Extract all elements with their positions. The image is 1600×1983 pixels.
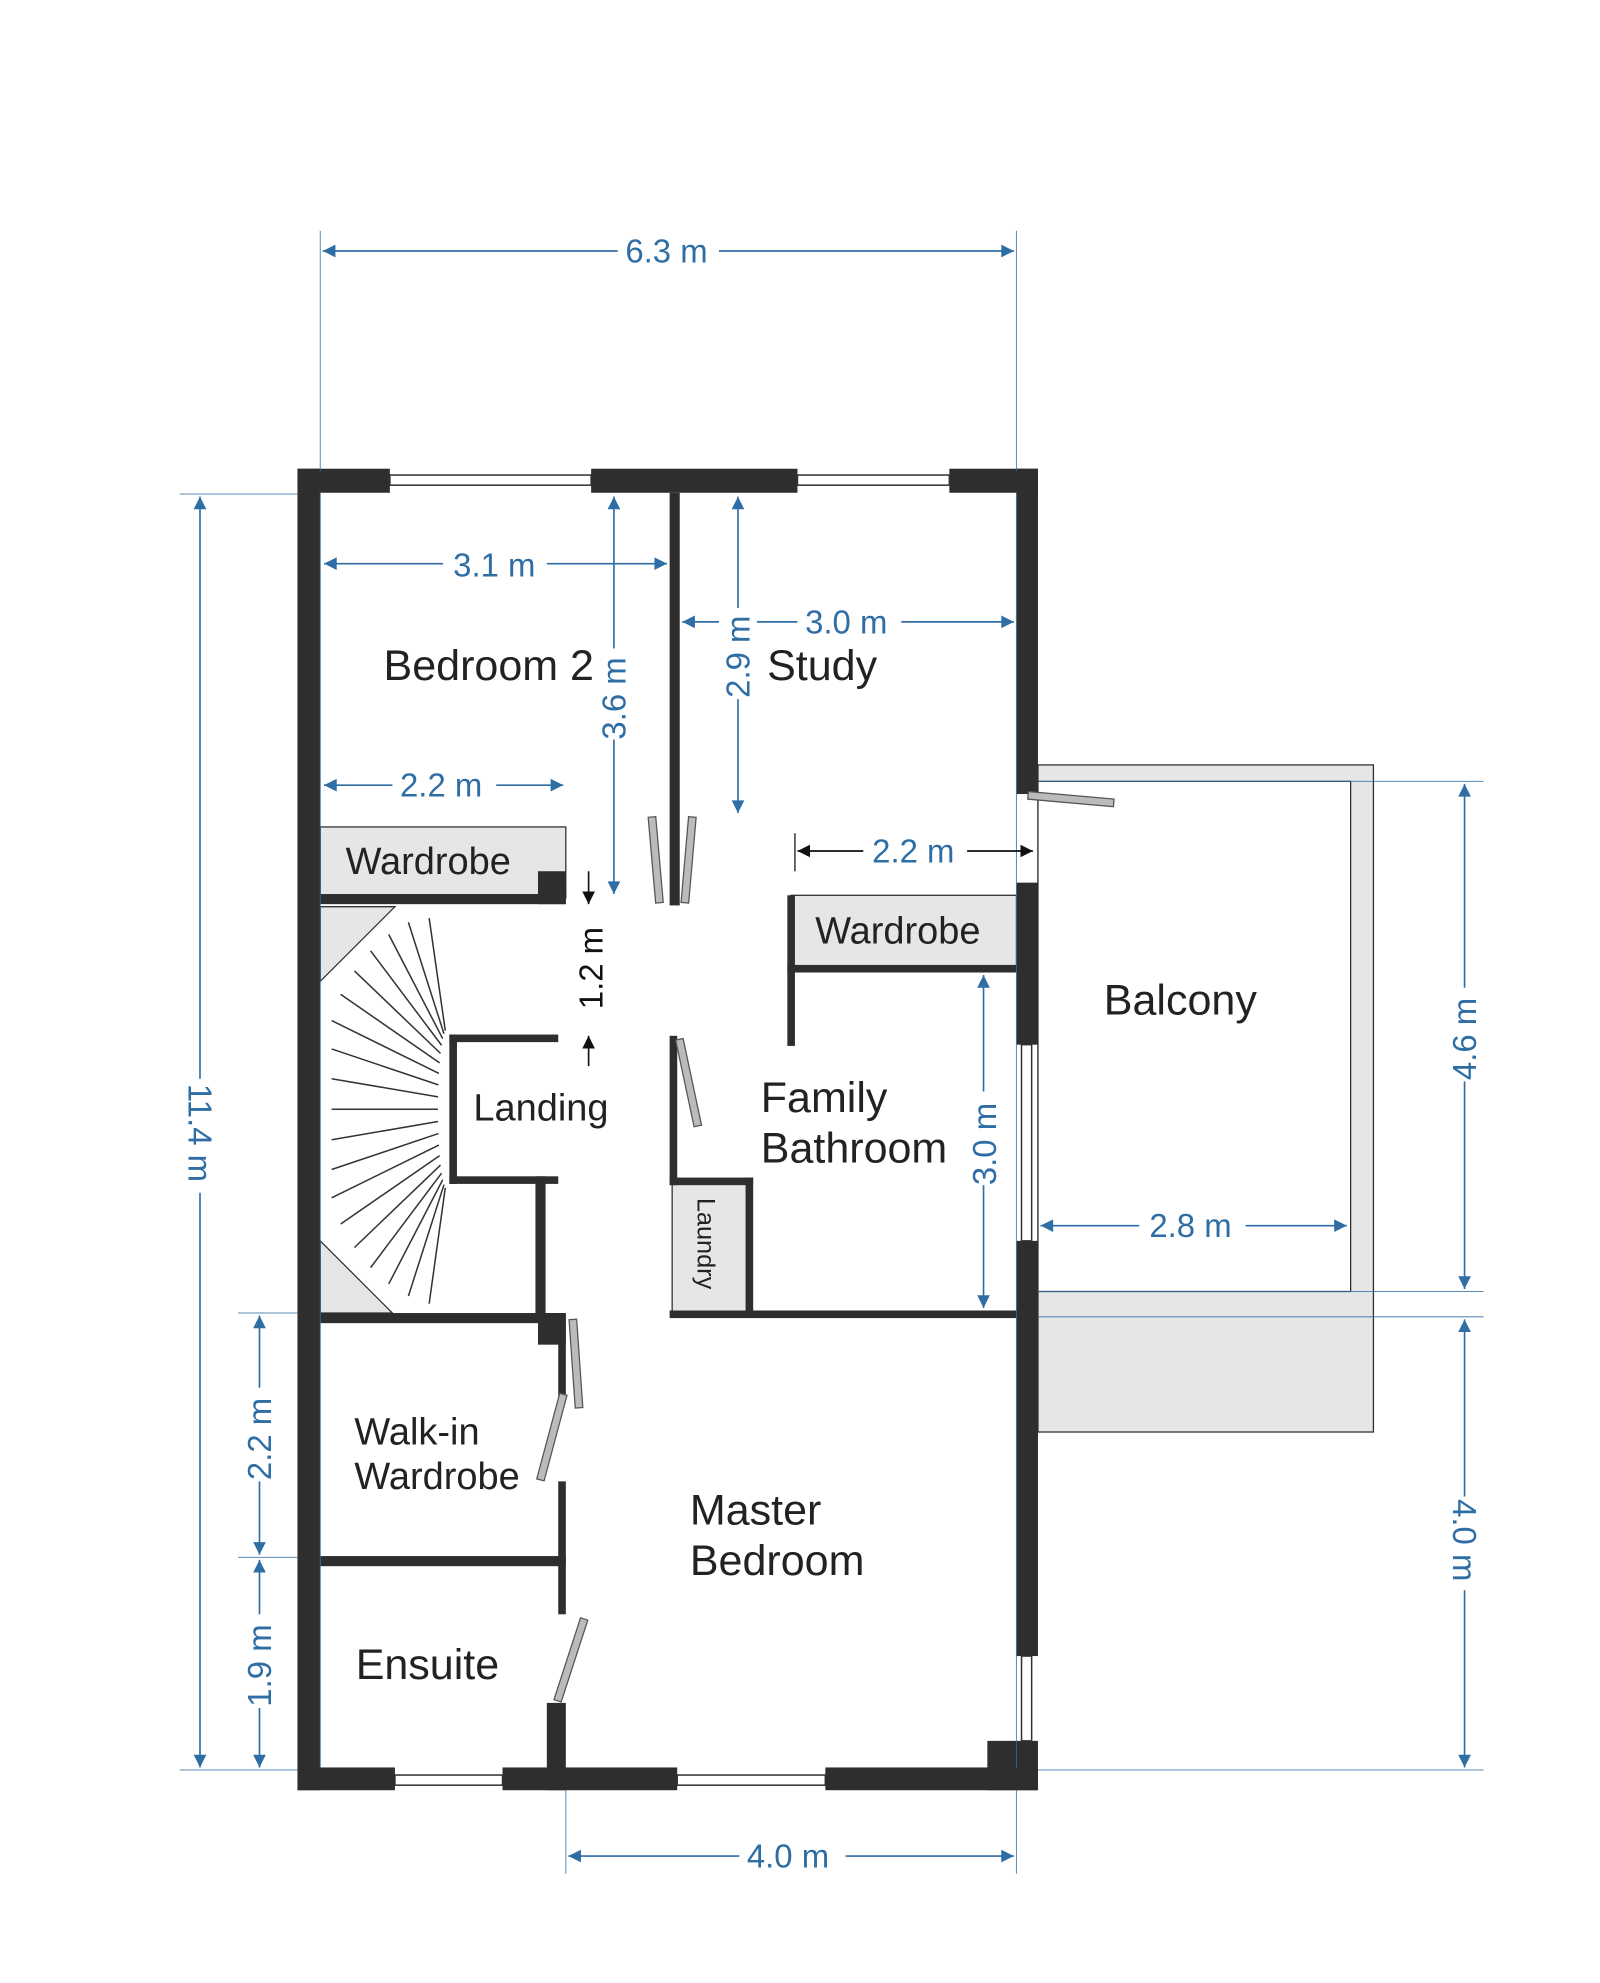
stair-tread	[331, 1019, 440, 1075]
room-walkin-line2: Wardrobe	[354, 1456, 519, 1498]
laundry	[671, 1183, 749, 1314]
doors	[535, 790, 1115, 1703]
room-labels: Bedroom 2 Study Wardrobe Wardrobe Landin…	[346, 642, 1258, 1689]
dim-study-depth: 2.9 m	[719, 616, 756, 698]
dim-wardrobe-width: 2.2 m	[400, 767, 482, 804]
dim-balcony-depth: 4.6 m	[1446, 998, 1483, 1080]
dimension-labels: 6.3 m 3.1 m 3.6 m 2.9 m 3.0 m 2.2 m 2.2 …	[181, 232, 1484, 1876]
balcony	[1037, 764, 1375, 1433]
stair-tread	[388, 934, 444, 1040]
stair-tread	[331, 1048, 439, 1086]
room-wardrobe-1: Wardrobe	[346, 841, 511, 883]
stair-tread	[340, 1154, 441, 1225]
dim-landing-gap: 1.2 m	[573, 927, 610, 1009]
extension-lines	[179, 230, 1484, 1874]
room-laundry: Laundry	[691, 1198, 719, 1290]
dim-bedroom2-depth: 3.6 m	[595, 657, 632, 739]
dim-total-width: 6.3 m	[625, 232, 707, 269]
stair-tread	[388, 1179, 444, 1285]
room-balcony: Balcony	[1104, 976, 1258, 1024]
stair-tread	[370, 950, 443, 1046]
stair-tread	[340, 993, 441, 1064]
dim-hall-width: 2.2 m	[872, 832, 954, 869]
wardrobe-bedroom2	[319, 826, 567, 899]
stair-tread	[428, 917, 447, 1031]
stair-tread	[370, 1172, 443, 1269]
dim-bedroom2-width: 3.1 m	[453, 546, 535, 583]
dim-study-width: 3.0 m	[805, 603, 887, 640]
windows	[389, 474, 1033, 1786]
dim-walkin-depth: 2.2 m	[241, 1398, 278, 1480]
dim-balcony-width: 2.8 m	[1149, 1207, 1231, 1244]
room-bedroom2: Bedroom 2	[384, 642, 594, 690]
stair-tread	[331, 1144, 440, 1199]
walls	[297, 468, 1038, 1791]
stair-tread	[428, 1187, 447, 1304]
dim-master-width: 4.0 m	[747, 1837, 829, 1874]
stair-tread	[331, 1077, 439, 1098]
room-master-line1: Master	[690, 1486, 821, 1534]
room-master-line2: Bedroom	[690, 1537, 865, 1585]
stair-tread	[407, 922, 445, 1035]
stair-tread	[353, 970, 442, 1054]
wardrobe-bathroom	[790, 894, 1018, 969]
dim-ensuite-depth: 1.9 m	[241, 1624, 278, 1706]
room-wardrobe-2: Wardrobe	[815, 910, 980, 952]
room-study: Study	[767, 642, 877, 690]
dim-total-depth: 11.4 m	[182, 1084, 219, 1182]
room-family-bathroom-line2: Bathroom	[761, 1124, 948, 1172]
stair-tread	[353, 1164, 442, 1249]
staircase	[319, 906, 447, 1314]
room-ensuite: Ensuite	[356, 1641, 499, 1689]
stair-tread	[331, 1132, 439, 1171]
dim-master-depth: 4.0 m	[1446, 1499, 1483, 1581]
room-family-bathroom-line1: Family	[761, 1074, 888, 1122]
room-walkin-line1: Walk-in	[354, 1412, 479, 1454]
stair-tread	[331, 1120, 439, 1141]
room-landing: Landing	[473, 1088, 608, 1130]
dim-bathroom-depth: 3.0 m	[966, 1103, 1003, 1185]
stair-tread	[407, 1184, 445, 1297]
